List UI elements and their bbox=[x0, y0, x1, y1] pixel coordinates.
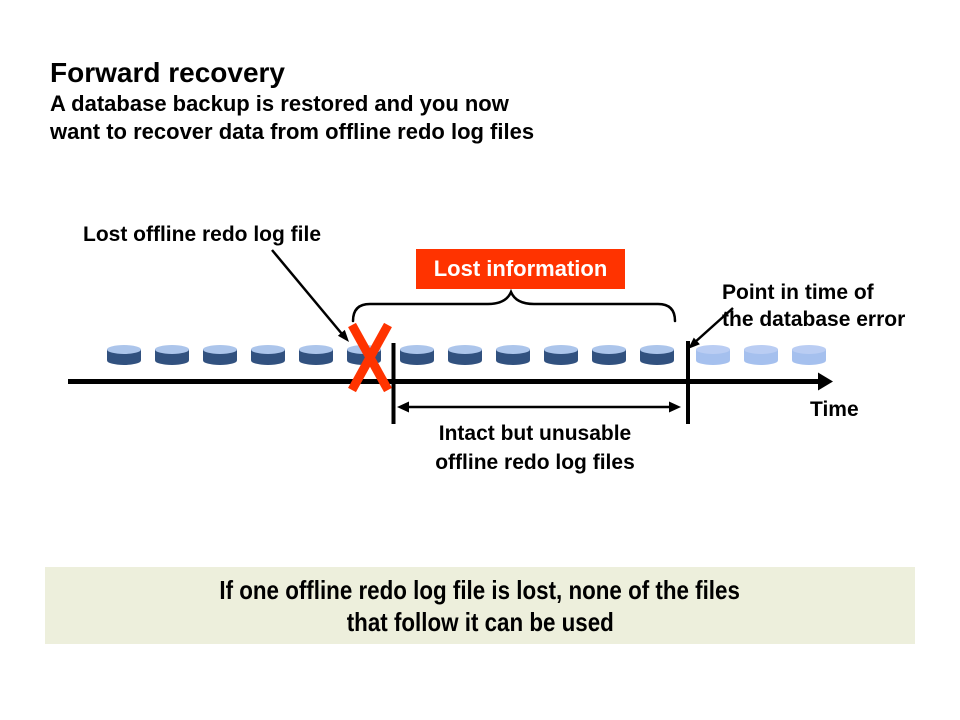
lost-range-brace bbox=[351, 288, 677, 323]
disk-bot bbox=[107, 356, 141, 365]
lost-redo-log-disk-icon bbox=[347, 345, 381, 365]
disk-top bbox=[592, 345, 626, 354]
disk-bot bbox=[792, 356, 826, 365]
lost-information-label: Lost information bbox=[433, 256, 608, 281]
timeline-arrowhead-icon bbox=[818, 372, 833, 391]
disk-body bbox=[640, 349, 674, 360]
disk-bot bbox=[203, 356, 237, 365]
disk-bot bbox=[155, 356, 189, 365]
disk-body bbox=[251, 349, 285, 360]
disk-bot bbox=[640, 356, 674, 365]
disk-top bbox=[640, 345, 674, 354]
disk-body bbox=[696, 349, 730, 360]
lost-information-callout: Lost information bbox=[416, 249, 625, 289]
disk-top bbox=[544, 345, 578, 354]
post-error-redo-log-disk-icon bbox=[792, 345, 826, 365]
post-error-redo-log-disk-icon bbox=[744, 345, 778, 365]
disk-top bbox=[696, 345, 730, 354]
time-axis-label: Time bbox=[810, 398, 859, 421]
point-in-time-line-2: the database error bbox=[722, 308, 906, 331]
disk-body bbox=[155, 349, 189, 360]
disk-body bbox=[400, 349, 434, 360]
disk-body bbox=[744, 349, 778, 360]
disk-body bbox=[496, 349, 530, 360]
disk-bot bbox=[592, 356, 626, 365]
disk-body bbox=[448, 349, 482, 360]
post-error-redo-log-disk-icon bbox=[696, 345, 730, 365]
lost-file-arrow bbox=[271, 249, 343, 335]
disk-top bbox=[155, 345, 189, 354]
offline-redo-log-disk-icon bbox=[203, 345, 237, 365]
offline-redo-log-disk-icon bbox=[155, 345, 189, 365]
disk-body bbox=[792, 349, 826, 360]
disk-bot bbox=[400, 356, 434, 365]
disk-body bbox=[107, 349, 141, 360]
disk-body bbox=[203, 349, 237, 360]
offline-redo-log-disk-icon bbox=[251, 345, 285, 365]
intact-range-arrowhead-right-icon bbox=[669, 401, 681, 413]
disk-top bbox=[448, 345, 482, 354]
disk-top bbox=[203, 345, 237, 354]
disk-bot bbox=[448, 356, 482, 365]
unusable-redo-log-disk-icon bbox=[592, 345, 626, 365]
page-title: Forward recovery bbox=[50, 57, 285, 88]
offline-redo-log-disk-icon bbox=[107, 345, 141, 365]
unusable-redo-log-disk-icon bbox=[496, 345, 530, 365]
disk-bot bbox=[496, 356, 530, 365]
offline-redo-log-disk-icon bbox=[299, 345, 333, 365]
disk-top bbox=[251, 345, 285, 354]
disk-body bbox=[299, 349, 333, 360]
disk-top bbox=[299, 345, 333, 354]
disk-bot bbox=[251, 356, 285, 365]
point-in-time-label: Point in time of the database error bbox=[722, 279, 905, 333]
disk-top bbox=[400, 345, 434, 354]
intact-label-line-1: Intact but unusable bbox=[438, 422, 632, 445]
intact-label-line-2: offline redo log files bbox=[435, 451, 635, 474]
disk-bot bbox=[696, 356, 730, 365]
disk-body bbox=[544, 349, 578, 360]
disk-top bbox=[792, 345, 826, 354]
footer-line-2: that follow it can be used bbox=[346, 606, 614, 637]
disk-top bbox=[107, 345, 141, 354]
point-in-time-line-1: Point in time of bbox=[722, 281, 874, 304]
subtitle-line-2: want to recover data from offline redo l… bbox=[50, 119, 535, 144]
footer-key-message: If one offline redo log file is lost, no… bbox=[45, 567, 915, 644]
disk-top bbox=[347, 345, 381, 354]
unusable-redo-log-disk-icon bbox=[544, 345, 578, 365]
lost-file-arrowhead-icon bbox=[337, 329, 349, 342]
subtitle-line-1: A database backup is restored and you no… bbox=[50, 91, 509, 116]
disk-bot bbox=[544, 356, 578, 365]
unusable-redo-log-disk-icon bbox=[400, 345, 434, 365]
intact-range-arrowhead-left-icon bbox=[397, 401, 409, 413]
disk-top bbox=[496, 345, 530, 354]
lost-file-label: Lost offline redo log file bbox=[83, 223, 321, 246]
disk-bot bbox=[299, 356, 333, 365]
unusable-redo-log-disk-icon bbox=[640, 345, 674, 365]
disk-body bbox=[592, 349, 626, 360]
footer-line-1: If one offline redo log file is lost, no… bbox=[219, 574, 741, 605]
disk-bot bbox=[744, 356, 778, 365]
page-subtitle: A database backup is restored and you no… bbox=[50, 90, 534, 146]
disk-top bbox=[744, 345, 778, 354]
unusable-redo-log-disk-icon bbox=[448, 345, 482, 365]
disk-bot bbox=[347, 356, 381, 365]
intact-files-label: Intact but unusable offline redo log fil… bbox=[385, 419, 685, 477]
